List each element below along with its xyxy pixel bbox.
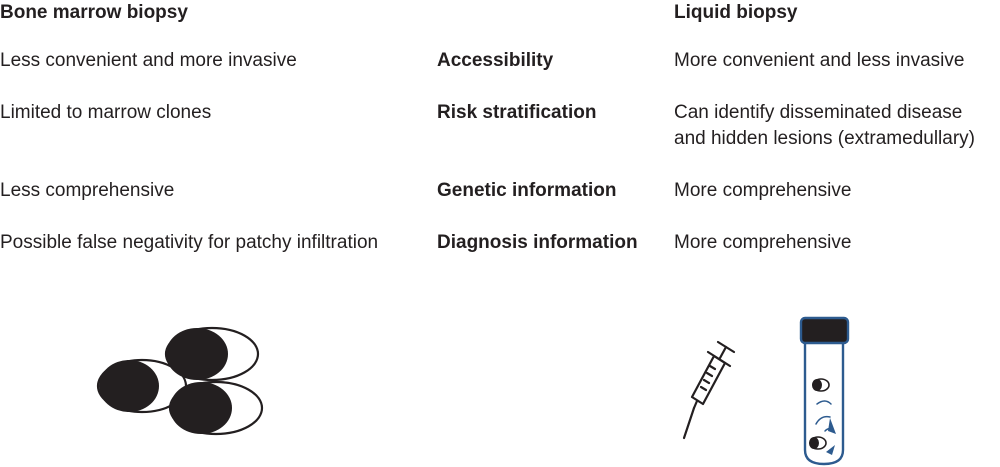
marrow-cell-top xyxy=(164,326,260,382)
marrow-cell-bottom xyxy=(168,380,264,436)
liquid-line: Can identify disseminated disease xyxy=(674,102,963,123)
dna-arrow xyxy=(826,418,836,455)
tube-cap xyxy=(799,316,850,345)
bone-marrow-cell-risk: Limited to marrow clones xyxy=(0,102,212,123)
liquid-line: More convenient and less invasive xyxy=(674,50,965,71)
syringe-icon xyxy=(682,340,736,440)
header-liquid-biopsy: Liquid biopsy xyxy=(674,2,798,23)
bone-marrow-cell-genetic: Less comprehensive xyxy=(0,180,175,201)
liquid-cell-diagnosis: More comprehensive xyxy=(674,230,851,256)
tube-cell xyxy=(809,436,827,450)
marrow-cell-left xyxy=(96,358,188,414)
cell-cluster-icon xyxy=(96,326,264,436)
criterion-risk-stratification: Risk stratification xyxy=(437,102,597,123)
tube-cell xyxy=(812,378,830,392)
liquid-line: and hidden lesions (extramedullary) xyxy=(674,128,975,149)
criterion-accessibility: Accessibility xyxy=(437,50,554,71)
liquid-line: More comprehensive xyxy=(674,232,852,253)
liquid-cell-accessibility: More convenient and less invasive xyxy=(674,48,964,74)
bone-marrow-cell-diagnosis: Possible false negativity for patchy inf… xyxy=(0,232,379,253)
liquid-cell-risk: Can identify disseminated disease and hi… xyxy=(674,100,975,152)
liquid-cell-genetic: More comprehensive xyxy=(674,178,851,204)
blood-tube-icon xyxy=(799,316,850,466)
criterion-diagnosis-information: Diagnosis information xyxy=(437,232,638,253)
criterion-genetic-information: Genetic information xyxy=(437,180,617,201)
bone-marrow-cell-accessibility: Less convenient and more invasive xyxy=(0,50,297,71)
header-bone-marrow-biopsy: Bone marrow biopsy xyxy=(0,2,188,23)
liquid-line: More comprehensive xyxy=(674,180,852,201)
